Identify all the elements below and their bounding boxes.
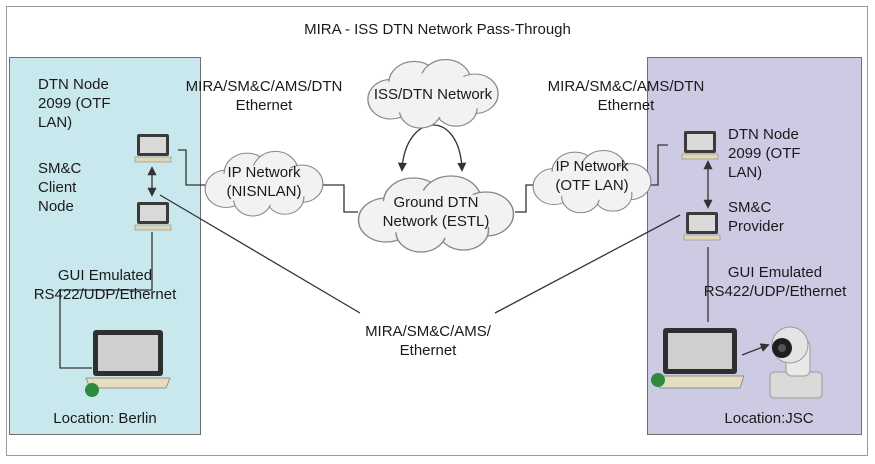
top-left-link-label: MIRA/SM&C/AMS/DTN Ethernet	[185, 78, 343, 114]
right-provider-label: SM&C Provider	[728, 199, 784, 235]
ground-dtn-cloud-label: Ground DTN Network (ESTL)	[382, 194, 490, 230]
left-gui-link-label: GUI Emulated RS422/UDP/Ethernet	[33, 267, 177, 303]
computer-dtn-node-left-icon	[134, 133, 172, 163]
left-client-node-label: SM&C Client Node	[38, 160, 82, 215]
laptop-berlin-icon	[85, 330, 171, 397]
laptop-jsc-icon	[651, 328, 745, 389]
ip-nisnlan-cloud-label: IP Network (NISNLAN)	[226, 164, 302, 200]
computer-smc-provider-icon	[683, 211, 721, 241]
right-dtn-node-label: DTN Node 2099 (OTF LAN)	[728, 126, 801, 181]
diagram-frame	[6, 6, 868, 456]
top-right-link-label: MIRA/SM&C/AMS/DTN Ethernet	[547, 78, 705, 114]
camera-icon	[769, 326, 823, 399]
computer-dtn-node-right-icon	[681, 130, 719, 160]
right-gui-link-label: GUI Emulated RS422/UDP/Ethernet	[703, 264, 847, 300]
iss-dtn-cloud-label: ISS/DTN Network	[373, 86, 493, 103]
bottom-center-link-label: MIRA/SM&C/AMS/ Ethernet	[365, 323, 491, 359]
left-location-label: Location: Berlin	[53, 410, 157, 427]
left-dtn-node-label: DTN Node 2099 (OTF LAN)	[38, 76, 111, 131]
right-location-label: Location:JSC	[724, 410, 814, 427]
ip-otf-cloud-label: IP Network (OTF LAN)	[555, 158, 629, 194]
diagram-title: MIRA - ISS DTN Network Pass-Through	[304, 21, 571, 38]
computer-smc-client-icon	[134, 201, 172, 231]
